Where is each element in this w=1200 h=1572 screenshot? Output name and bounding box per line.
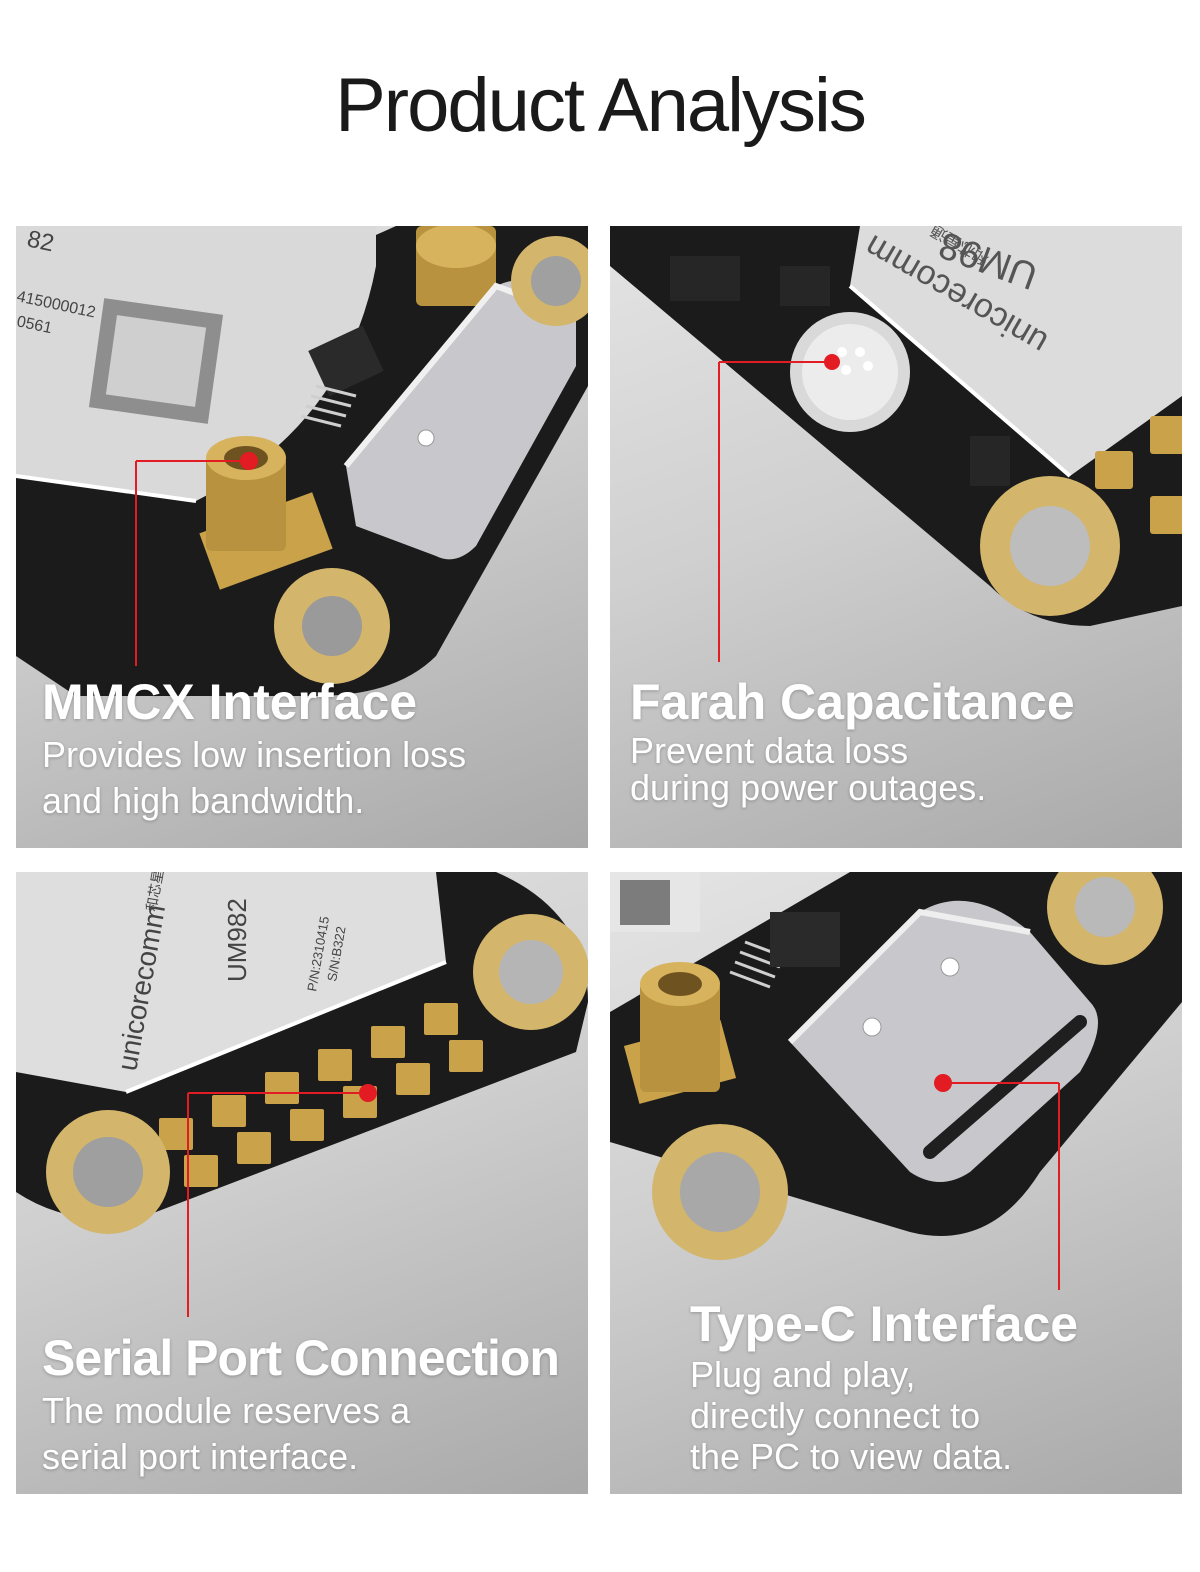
pcb-capacitor-illustration: UM98 unicorecomm 和芯星通 [610,226,1182,662]
callout-dot [240,452,258,470]
panel-farah-capacitance: UM98 unicorecomm 和芯星通 Farah Capacitance … [610,226,1182,848]
panel-heading: MMCX Interface [42,674,418,730]
panel-description: Provides low insertion loss and high ban… [42,733,467,821]
panel-description: The module reserves a serial port interf… [42,1389,411,1477]
callout-dot [359,1084,377,1102]
pcb-typec-illustration [610,872,1182,1290]
module-label-text: 82 [25,226,57,257]
panel-heading: Farah Capacitance [630,674,1075,730]
panel-serial-port-connection: UM982 unicorecomm 和芯星通 S/N:B322 P/N:2310… [16,872,588,1494]
page-title: Product Analysis [335,63,867,148]
pcb-serial-illustration: UM982 unicorecomm 和芯星通 S/N:B322 P/N:2310… [16,872,588,1317]
callout-dot [934,1074,952,1092]
panel-description: Prevent data loss during power outages. [630,729,987,809]
panel-mmcx-interface: 82 415000012 0561 MMCX Interface Provide… [16,226,588,848]
callout-dot [824,354,840,370]
panel-heading: Type-C Interface [690,1296,1079,1352]
pcb-mmcx-illustration: 82 415000012 0561 [16,226,588,696]
panel-description: Plug and play, directly connect to the P… [690,1353,1013,1477]
module-label-text: UM982 [222,898,252,982]
panel-type-c-interface: Type-C Interface Plug and play, directly… [610,872,1182,1494]
panel-heading: Serial Port Connection [42,1330,560,1386]
